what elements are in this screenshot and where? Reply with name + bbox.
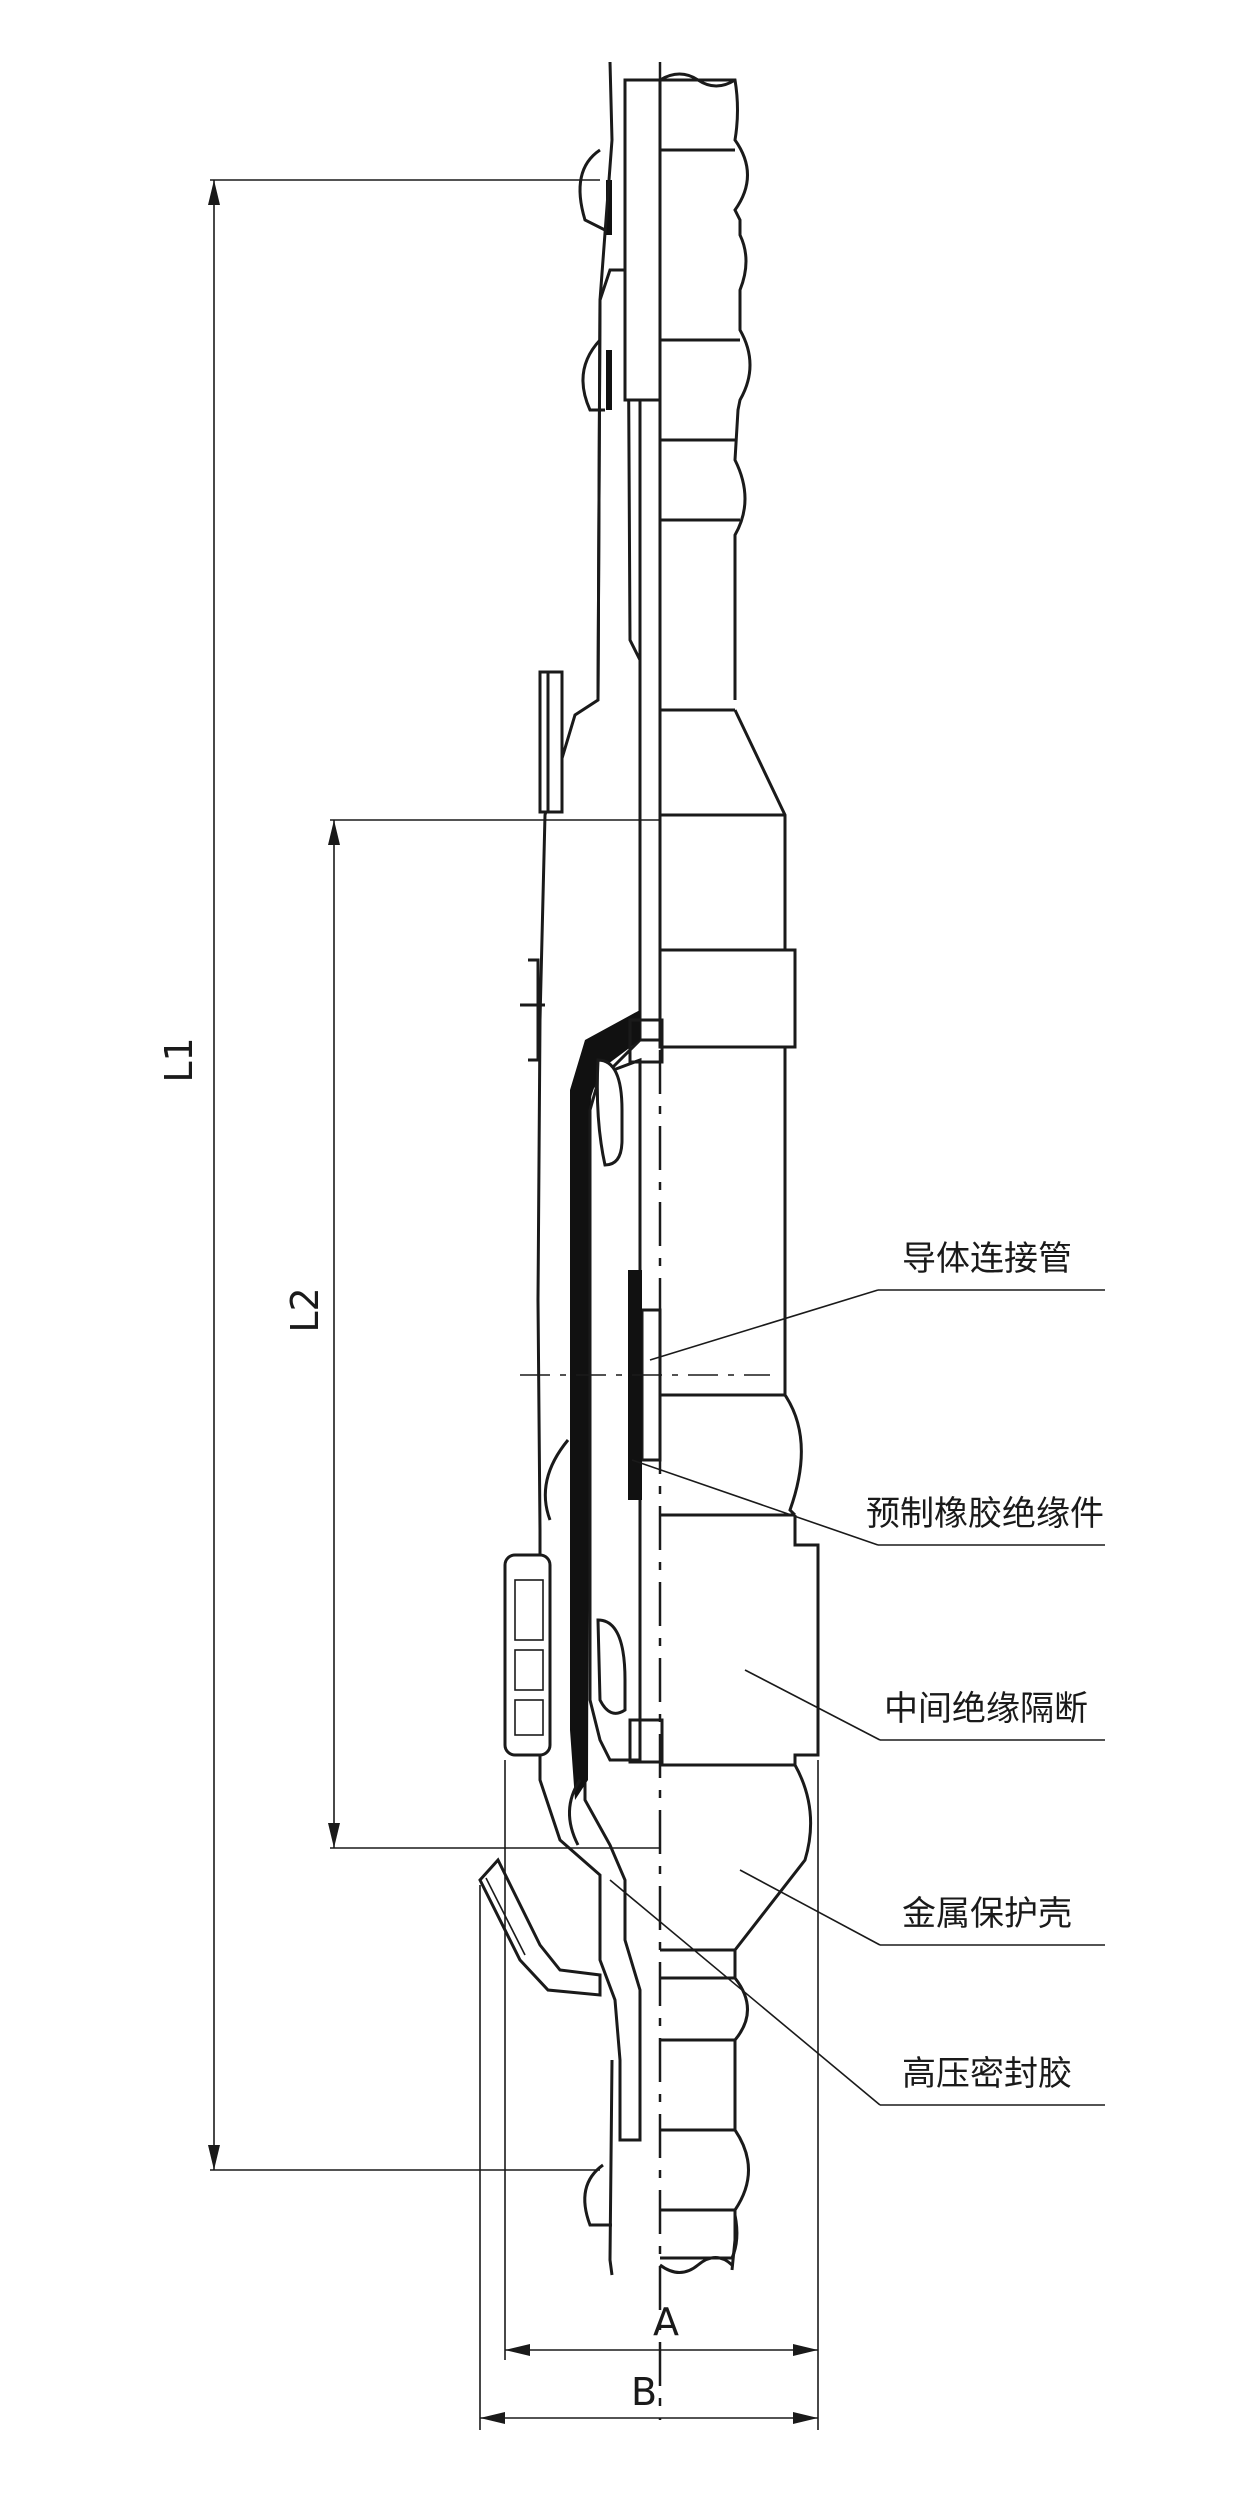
callout-sealant: 高压密封胶 [902, 2054, 1072, 2094]
dim-label-b: B [631, 2370, 657, 2414]
callout-insulation-break: 中间绝缘隔断 [884, 1689, 1088, 1729]
callout-rubber-insulation: 预制橡胶绝缘件 [866, 1494, 1104, 1534]
callout-conductor-connector: 导体连接管 [902, 1239, 1072, 1279]
callout-metal-shell: 金属保护壳 [902, 1894, 1072, 1934]
dim-label-l1: L1 [157, 1037, 201, 1082]
section-view [478, 61, 770, 2276]
callouts: 导体连接管 预制橡胶绝缘件 中间绝缘隔断 金属保护壳 高压密封胶 [609, 1239, 1105, 2106]
dim-label-l2: L2 [283, 1287, 327, 1332]
conductor-connector [640, 1308, 662, 1462]
dim-label-a: A [653, 2300, 679, 2344]
exterior-outline [658, 72, 820, 2274]
dimension-lines: L1 L2 A B [157, 179, 819, 2430]
